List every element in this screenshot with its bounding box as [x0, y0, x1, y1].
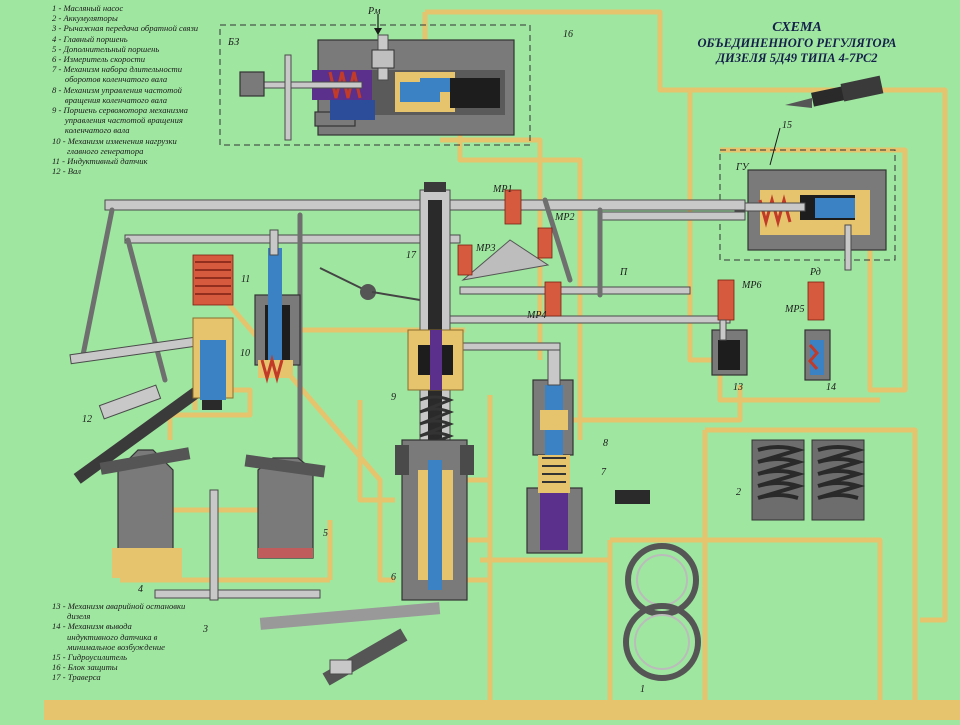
label-gu: ГУ — [735, 162, 750, 173]
label-15: 15 — [782, 120, 792, 131]
title-line-3: ДИЗЕЛЯ 5Д49 ТИПА 4-7РС2 — [716, 51, 878, 65]
legend-top-item: 12 - Вал — [52, 166, 82, 177]
load-change-mechanism-10 — [254, 229, 301, 384]
legend-top: 1 - Масляный насос 2 - Аккумуляторы 3 - … — [52, 3, 232, 176]
feedback-linkage-3 — [154, 489, 441, 686]
emergency-stop-13 — [711, 319, 748, 376]
legend-top-item: 1 - Масляный насос — [52, 3, 124, 13]
label-9: 9 — [391, 392, 396, 403]
pm-arrow-head — [374, 28, 382, 35]
inductive-sensor-11 — [192, 254, 234, 410]
label-16: 16 — [563, 29, 573, 40]
legend-top-item: главного генератора — [52, 145, 144, 156]
label-17: 17 — [406, 250, 417, 261]
mechanism-7 — [526, 455, 650, 554]
label-mr5: МР5 — [784, 304, 804, 315]
diagram-title: СХЕМА ОБЪЕДИНЕННОГО РЕГУЛЯТОРА ДИЗЕЛЯ 5Д… — [672, 20, 922, 66]
label-5: 5 — [323, 528, 328, 539]
protection-block-16 — [219, 24, 531, 146]
bottom-strip — [44, 700, 960, 720]
title-line-2: ОБЪЕДИНЕННОГО РЕГУЛЯТОРА — [697, 36, 897, 50]
legend-bottom: 13 - Механизм аварийной остановки дизеля… — [52, 601, 232, 683]
title-line-1: СХЕМА — [772, 20, 822, 35]
legend-top-item: вращения коленчатого вала — [52, 94, 168, 105]
legend-top-item: 4 - Главный поршень — [52, 33, 128, 44]
label-mr4: МР4 — [526, 310, 546, 321]
shaft-12 — [73, 368, 227, 484]
legend-top-item: 11 - Индуктивный датчик — [52, 156, 148, 167]
label-6: 6 — [391, 572, 396, 583]
label-14: 14 — [826, 382, 836, 393]
legend-top-item: 9 - Поршень сервомотора механизма — [52, 105, 188, 116]
legend-bottom-item: индуктивного датчика в — [52, 631, 158, 642]
label-12: 12 — [82, 414, 92, 425]
label-pm: Рм — [367, 6, 381, 17]
sensor-output-14 — [804, 329, 831, 381]
label-10: 10 — [240, 348, 250, 359]
legend-top-item: 6 - Измеритель скорости — [52, 54, 146, 65]
legend-bottom-item: 16 - Блок защиты — [52, 662, 118, 673]
label-mr2: МР2 — [554, 212, 574, 223]
label-7: 7 — [601, 467, 607, 478]
legend-bottom-item: дизеля — [52, 611, 91, 622]
legend-bottom-item: 15 - Гидроусилитель — [52, 652, 127, 663]
label-pd: Рд — [809, 267, 821, 278]
legend-top-item: 5 - Дополнительный поршень — [52, 43, 160, 54]
coils — [457, 189, 825, 321]
main-piston-4 — [99, 447, 191, 578]
label-8: 8 — [603, 438, 608, 449]
label-3: 3 — [202, 624, 208, 635]
hydro-amplifier-15 — [719, 127, 896, 271]
label-mr6: МР6 — [741, 280, 761, 291]
legend-top-item: 3 - Рычажная передача обратной связи — [52, 23, 199, 34]
legend-bottom-item: 14 - Механизм вывода — [52, 621, 132, 632]
mechanism-8 — [532, 349, 574, 456]
label-11: 11 — [241, 274, 250, 285]
oil-pump-1 — [623, 543, 701, 681]
legend-top-item: управления частотой вращения — [52, 115, 183, 126]
legend-top-item: 8 - Механизм управления частотой — [52, 84, 182, 95]
central-column — [395, 182, 474, 601]
label-4: 4 — [138, 584, 143, 595]
label-bz: БЗ — [227, 37, 239, 48]
legend-bottom-item: минимальное возбуждение — [52, 641, 165, 652]
traverse-17 — [461, 239, 550, 281]
accumulators-2 — [751, 439, 865, 521]
label-p: П — [619, 267, 628, 278]
tool-icon — [785, 75, 884, 108]
legend-top-item: 10 - Механизм изменения нагрузки — [52, 135, 177, 146]
label-mr3: МР3 — [475, 243, 495, 254]
legend-bottom-item: 17 - Траверса — [52, 672, 101, 683]
legend-top-item: 7 - Механизм набора длительности — [52, 64, 183, 75]
legend-top-item: 2 - Аккумуляторы — [52, 13, 118, 24]
legend-bottom-item: 13 - Механизм аварийной остановки — [52, 601, 186, 611]
aux-piston-5 — [244, 454, 326, 559]
label-2: 2 — [736, 487, 741, 498]
oil-pipes — [120, 9, 948, 700]
label-mr1: МР1 — [492, 184, 512, 195]
legend-top-item: оборотов коленчатого вала — [52, 74, 168, 85]
legend-top-item: коленчатого вала — [52, 125, 130, 136]
label-13: 13 — [733, 382, 743, 393]
diagram-labels: БЗ ГУ Рм Рд МР1 МР2 МР3 МР4 МР5 МР6 П 1 … — [82, 6, 836, 695]
label-1: 1 — [640, 684, 645, 695]
